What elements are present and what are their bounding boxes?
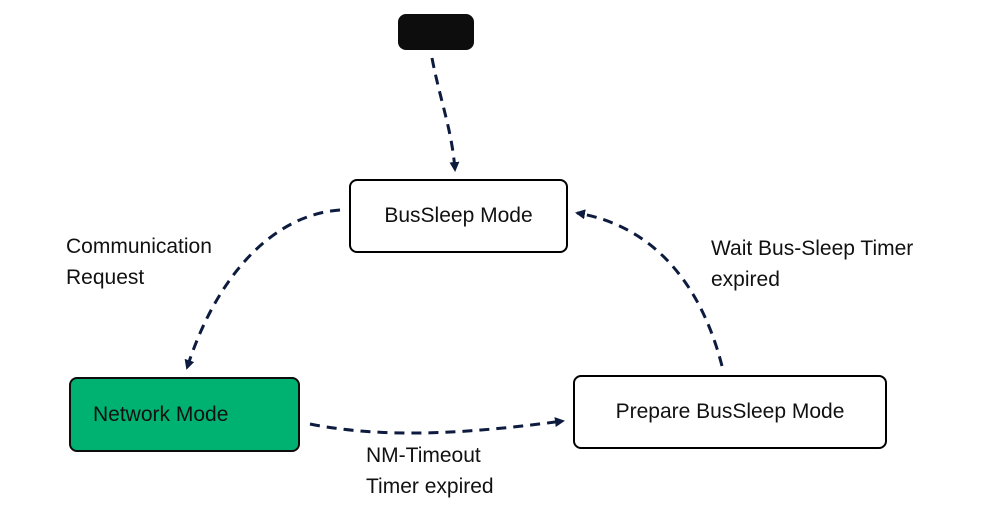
bus-sleep-mode-label: BusSleep Mode	[384, 204, 533, 227]
network-mode-label: Network Mode	[93, 402, 229, 426]
network-mode-state: Network Mode	[69, 377, 300, 452]
initial-state-node	[398, 14, 474, 50]
wait-bus-sleep-timer-line-1: Wait Bus-Sleep Timer	[711, 237, 914, 260]
communication-request-line-2: Request	[66, 266, 145, 289]
wait-bus-sleep-arrow	[575, 209, 724, 367]
prepare-bus-sleep-mode-label: Prepare BusSleep Mode	[615, 400, 845, 423]
communication-request-label: Communication Request	[66, 231, 212, 293]
nm-timeout-line-2: Timer expired	[366, 475, 494, 498]
nm-timeout-line-1: NM-Timeout	[366, 444, 481, 467]
nm-timeout-arrow	[309, 417, 565, 435]
initial-transition-arrow	[430, 57, 460, 172]
communication-request-arrow	[184, 208, 341, 370]
bus-sleep-mode-state: BusSleep Mode	[349, 179, 568, 253]
nm-timeout-label: NM-Timeout Timer expired	[366, 440, 494, 502]
communication-request-line-1: Communication	[66, 235, 212, 258]
prepare-bus-sleep-mode-state: Prepare BusSleep Mode	[573, 375, 887, 449]
wait-bus-sleep-timer-line-2: expired	[711, 268, 780, 291]
wait-bus-sleep-timer-label: Wait Bus-Sleep Timer expired	[711, 233, 913, 295]
